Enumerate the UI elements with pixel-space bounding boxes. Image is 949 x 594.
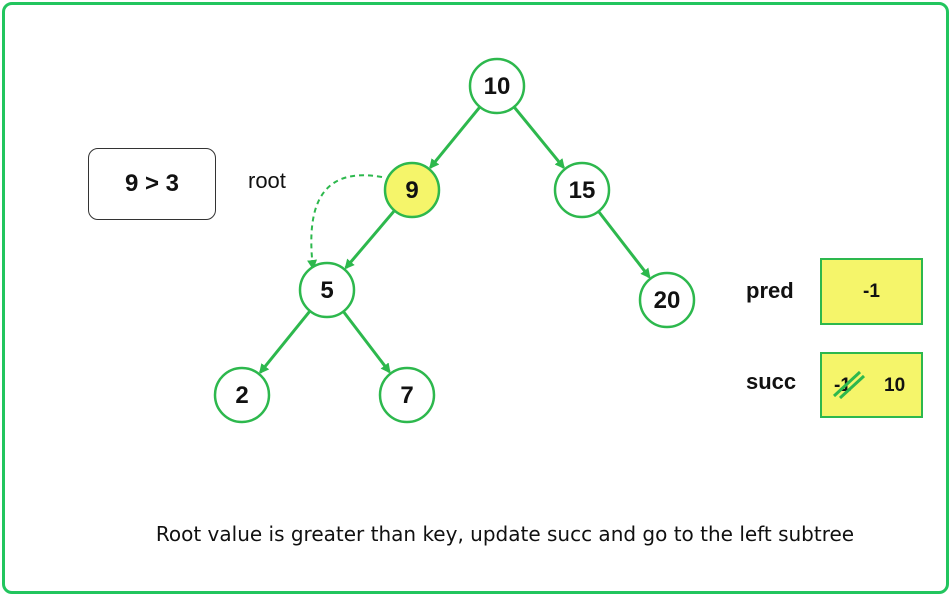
node-circle <box>638 271 696 329</box>
tree-node-9: 9 <box>383 161 441 219</box>
node-circle <box>298 261 356 319</box>
succ-label: succ <box>746 369 797 394</box>
node-circle <box>553 161 611 219</box>
edge-9-5 <box>344 209 396 270</box>
succ-new-value: 10 <box>884 375 906 396</box>
comparison-box: 9 > 3 <box>88 148 216 220</box>
tree-node-5: 5 <box>298 261 356 319</box>
edge-10-9 <box>429 105 482 170</box>
edge-5-7 <box>342 310 391 374</box>
pred-label: pred <box>746 278 794 303</box>
node-label: 10 <box>484 73 511 100</box>
tree-node-15: 15 <box>553 161 611 219</box>
node-label: 5 <box>320 277 333 304</box>
pred-value: -1 <box>863 280 880 302</box>
node-label: 20 <box>654 287 681 314</box>
node-circle <box>383 161 441 219</box>
tree-node-2: 2 <box>213 366 271 424</box>
succ-value-box: -1 10 <box>820 352 923 418</box>
root-pointer-label: root <box>248 168 286 193</box>
node-circle <box>213 366 271 424</box>
caption: Root value is greater than key, update s… <box>155 522 855 546</box>
edge-15-20 <box>597 210 651 279</box>
edge-10-15 <box>512 105 565 170</box>
node-circle <box>468 57 526 115</box>
node-circle <box>378 366 436 424</box>
node-label: 15 <box>569 177 596 204</box>
node-label: 2 <box>235 382 248 409</box>
edge-5-2 <box>258 310 312 375</box>
tree-node-20: 20 <box>638 271 696 329</box>
node-label: 7 <box>400 382 413 409</box>
node-label: 9 <box>405 177 418 204</box>
tree-node-7: 7 <box>378 366 436 424</box>
traversal-arrow <box>307 174 383 270</box>
tree-node-10: 10 <box>468 57 526 115</box>
pred-value-box: -1 <box>820 258 923 325</box>
strikethrough-icon <box>832 370 866 400</box>
